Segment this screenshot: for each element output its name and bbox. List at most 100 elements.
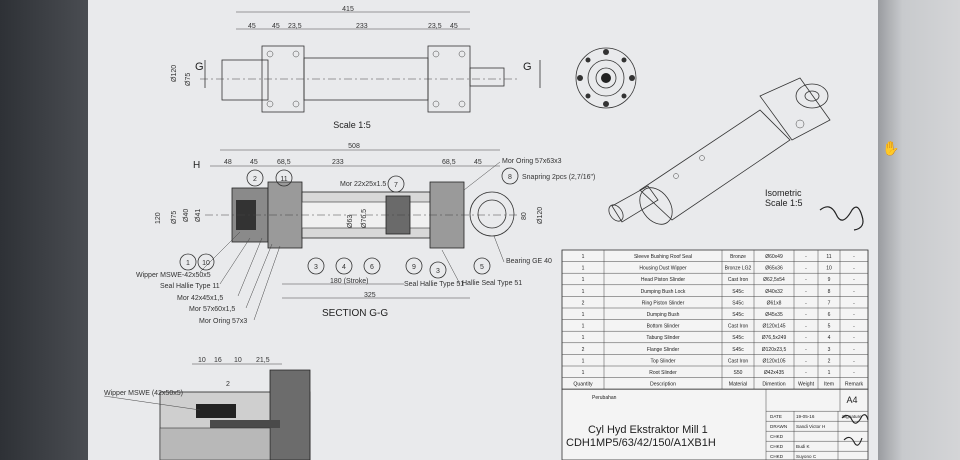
bom-cell: Sleeve Bushing Roof Seal xyxy=(634,254,692,260)
sec-mor-22: Mor 22x25x1.5 xyxy=(340,181,386,188)
perubahan-label: Perubahan xyxy=(592,395,617,401)
isometric-view: Isometric Scale 1:5 xyxy=(608,77,864,231)
tb-value: Sandi Victor H xyxy=(796,424,825,429)
signature-mark xyxy=(843,436,863,446)
bom-cell: S45c xyxy=(732,335,744,341)
tb-key: CHKD xyxy=(770,454,784,459)
section-mark-right: G xyxy=(523,61,532,73)
bom-cell: 1 xyxy=(582,266,585,272)
svg-text:3: 3 xyxy=(436,268,440,275)
dim-right-45: 45 xyxy=(450,23,458,30)
bom-cell: - xyxy=(853,347,855,353)
end-view xyxy=(575,47,637,109)
detail-callout-wipper: Wipper MSWE (42x50x5) xyxy=(104,390,183,397)
bom-cell: Head Piston Slinder xyxy=(641,277,686,283)
signature-mark xyxy=(841,414,869,424)
bom-cell: - xyxy=(853,370,855,376)
bom-cell: - xyxy=(853,266,855,272)
bom-cell: 10 xyxy=(826,266,832,272)
svg-text:3: 3 xyxy=(314,264,318,271)
bom-cell: 1 xyxy=(582,370,585,376)
bom-header: Remark xyxy=(845,382,864,388)
tb-value: Budi K xyxy=(796,444,810,449)
bom-cell: 1 xyxy=(582,277,585,283)
bom-cell: S50 xyxy=(734,370,743,376)
dia-75: Ø75 xyxy=(185,73,192,86)
sec-dim-233: 233 xyxy=(332,159,344,166)
iso-caption-1: Isometric xyxy=(765,188,802,198)
bom-cell: Housing Dust Wipper xyxy=(639,266,687,272)
bom-cell: - xyxy=(805,358,807,364)
tb-value: Suyono C xyxy=(796,454,817,459)
callout-mor-oring: Mor Oring 57x3 xyxy=(199,318,247,325)
bom-header: Description xyxy=(650,382,676,388)
balloon: 10 xyxy=(197,253,215,271)
bom-cell: - xyxy=(805,266,807,272)
bom-cell: S45c xyxy=(732,289,744,295)
top-view: 415 45 45 23,5 233 23,5 45 G G Ø120 Ø75 … xyxy=(171,6,541,130)
detail-dim-10a: 10 xyxy=(198,357,206,364)
bom-cell: 2 xyxy=(582,300,585,306)
svg-text:6: 6 xyxy=(370,264,374,271)
bom-cell: Ø61x8 xyxy=(767,300,782,306)
bom-cell: - xyxy=(853,324,855,330)
bom-header: Quantity xyxy=(573,382,593,388)
bom-cell: 1 xyxy=(582,312,585,318)
dim-233: 233 xyxy=(356,23,368,30)
svg-text:4: 4 xyxy=(342,264,346,271)
bom-cell: - xyxy=(805,370,807,376)
bom-cell: S45c xyxy=(732,300,744,306)
sec-dim-45a: 45 xyxy=(250,159,258,166)
bom-cell: Cast Iron xyxy=(728,324,749,330)
svg-text:2: 2 xyxy=(253,176,257,183)
balloon: 6 xyxy=(363,257,381,275)
sec-dim-45b: 45 xyxy=(474,159,482,166)
bom-cell: Dumping Bush Lock xyxy=(641,289,686,295)
monitor-bezel-right xyxy=(878,0,960,460)
sec-dia-76-5: Ø76.5 xyxy=(361,209,368,228)
bom-cell: - xyxy=(853,254,855,260)
title-block xyxy=(561,388,869,460)
callout-hallie-51: Hallie Seal Type 51 xyxy=(462,280,522,287)
sheet-size: A4 xyxy=(846,395,857,405)
iso-caption-2: Scale 1:5 xyxy=(765,198,803,208)
bom-cell: Ø120x105 xyxy=(762,358,785,364)
tb-signature: Signature xyxy=(842,414,862,419)
bom-cell: S45c xyxy=(732,347,744,353)
svg-text:8: 8 xyxy=(508,174,512,181)
bom-cell: Root Slinder xyxy=(649,370,677,376)
mouse-cursor-icon: ✋ xyxy=(882,140,900,156)
drawing-number: CDH1MP5/63/42/150/A1XB1H xyxy=(566,437,716,449)
callout-mor-42: Mor 42x45x1,5 xyxy=(177,295,223,302)
bom-cell: 1 xyxy=(582,358,585,364)
bom-cell: 2 xyxy=(828,358,831,364)
bom-cell: 4 xyxy=(828,335,831,341)
bom-cell: Bronze LG2 xyxy=(725,266,752,272)
bom-cell: 3 xyxy=(828,347,831,353)
bom-cell: 5 xyxy=(828,324,831,330)
balloon: 3 xyxy=(307,257,325,275)
dim-45b: 45 xyxy=(272,23,280,30)
svg-text:7: 7 xyxy=(394,182,398,189)
bom-header: Weight xyxy=(798,382,815,388)
svg-text:10: 10 xyxy=(202,260,210,267)
detail-dim-10b: 10 xyxy=(234,357,242,364)
sec-dia-120b: Ø120 xyxy=(537,207,544,224)
bom-cell: Ring Piston Slinder xyxy=(642,300,685,306)
bom-cell: 1 xyxy=(582,289,585,295)
signature-scribble xyxy=(819,206,864,231)
bom-cell: 1 xyxy=(582,335,585,341)
dim-overall: 415 xyxy=(342,6,354,13)
bom-cell: - xyxy=(805,289,807,295)
bom-cell: 1 xyxy=(582,254,585,260)
bom-cell: - xyxy=(805,300,807,306)
sec-dim-48: 48 xyxy=(224,159,232,166)
sec-stroke: 180 (Stroke) xyxy=(330,278,369,285)
detail-dim-16: 16 xyxy=(214,357,222,364)
bom-cell: Ø60x49 xyxy=(765,254,783,260)
detail-view: 10 16 10 21,5 2 Wipper MSWE (42x50x5) xyxy=(103,357,311,460)
sec-dia-120: 120 xyxy=(155,212,162,224)
callout-snapring: Snapring 2pcs (2,7/16") xyxy=(522,174,595,181)
marker-h: H xyxy=(193,160,200,171)
callout-bearing: Bearing GE 40 xyxy=(506,258,552,265)
